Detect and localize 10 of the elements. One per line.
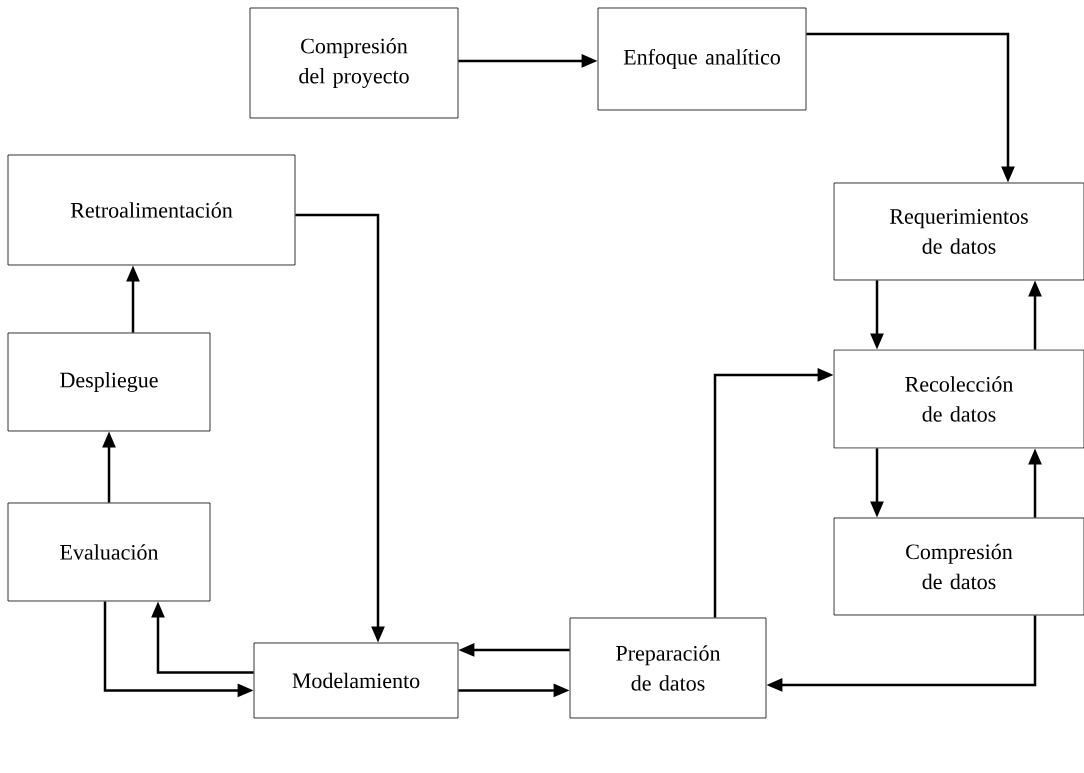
process-box: Compresión de datos <box>833 517 1084 616</box>
process-box: Retroalimentación <box>7 154 296 266</box>
process-box: Recolección de datos <box>833 349 1084 449</box>
process-box: Compresión del proyecto <box>249 7 459 119</box>
process-box: Enfoque analítico <box>597 7 807 111</box>
process-box: Requerimientos de datos <box>833 182 1084 281</box>
process-box: Preparación de datos <box>569 617 767 719</box>
process-box: Modelamiento <box>253 642 459 719</box>
process-box: Evaluación <box>7 502 211 602</box>
process-box: Despliegue <box>7 332 211 432</box>
